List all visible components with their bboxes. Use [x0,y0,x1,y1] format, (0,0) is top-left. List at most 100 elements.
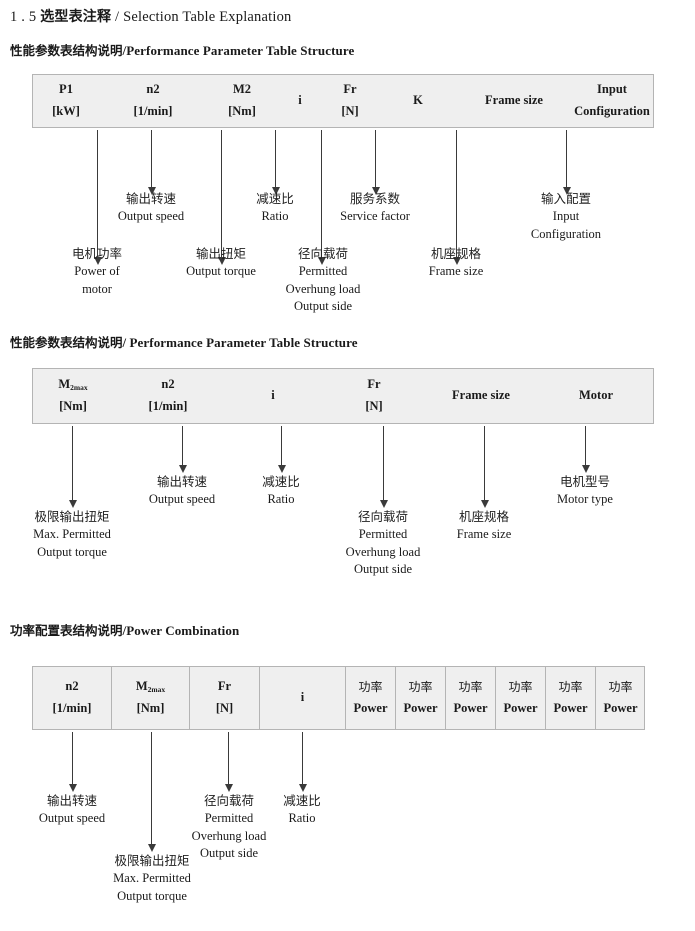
header-label-primary: Input [597,82,627,97]
annotation-label-en: Output speed [148,491,216,506]
annotation-label-en: Output torque [186,263,256,278]
annotation-label-en: Output side [200,846,258,861]
table-header-cell: K [377,75,459,127]
table-header-cell: M2max [Nm] [111,667,189,729]
annotation-label-cn: 径向载荷 [357,509,409,524]
header-label-primary: M2max [135,679,166,695]
annotation-label-cn: 电机型号 [559,474,610,489]
annotation-label-cn: 减速比 [283,793,321,808]
header-label-unit: Power [553,700,588,715]
header-label-unit: [Nm] [136,701,165,715]
annotation-label-en: Permitted [204,810,254,825]
header-label-primary: 功率 [608,679,633,694]
header-label-primary: 功率 [458,679,483,694]
page-title-cn: 选型表注释 [40,9,112,25]
annotation-label-en: Permitted [298,263,348,278]
annotation-output-speed: 输出转速 Output speed [118,190,184,226]
annotation-label-cn: 径向载荷 [297,246,349,261]
section-3-heading-en: Power Combination [126,623,240,638]
section-2-heading-sep: / [122,335,127,350]
table-header-cell: i [277,75,323,127]
table-header-cell: n2[1/min] [33,667,111,729]
arrow-to-frame-size [452,130,461,265]
arrow-to-max-output-torque-3 [147,732,156,852]
table-header-cell: Frame size [425,369,537,423]
header-label-primary: n2 [146,82,160,97]
annotation-label-cn: 极限输出扭矩 [34,509,110,524]
annotation-label-en: Frame size [456,526,512,541]
header-label-primary: M2max [58,377,88,393]
section-1-heading-en: Performance Parameter Table Structure [126,43,355,58]
annotation-label-en: Frame size [428,263,484,278]
table-header-cell: P1[kW] [33,75,99,127]
section-3-heading-cn: 功率配置表结构说明 [10,623,123,638]
arrow-to-frame-size-2 [480,426,489,508]
header-label-primary: K [413,93,423,108]
annotation-output-speed-2: 输出转速 Output speed [149,473,215,509]
annotation-label-en: Output torque [37,544,107,559]
annotation-label-cn: 电机功率 [71,246,123,261]
section-3-heading-sep: / [122,623,127,638]
annotation-motor-type: 电机型号 Motor type [557,473,613,509]
header-subscript: 2max [70,383,88,393]
annotation-label-en: Permitted [358,526,408,541]
header-label-primary: 功率 [558,679,583,694]
table-header-cell: n2 [1/min] [99,75,207,127]
arrow-to-input-configuration [562,130,571,195]
arrow-to-max-output-torque [68,426,77,508]
annotation-label-en: Service factor [340,208,410,223]
annotation-label-cn: 输出转速 [46,793,97,808]
header-label-unit: [1/min] [148,399,188,413]
table-header-cell: Fr[N] [323,369,425,423]
annotation-label-en: Output side [354,562,412,577]
section-2-heading: 性能参数表结构说明/ Performance Parameter Table S… [10,332,358,351]
arrow-to-output-speed [147,130,156,195]
annotation-label-cn: 输出扭矩 [195,246,247,261]
header-label-primary: i [300,690,305,705]
header-label-primary: 功率 [358,679,383,694]
header-label-unit: [Nm] [228,104,256,118]
annotation-label-en: Overhung load [191,828,267,843]
header-label-primary: Motor [578,388,613,403]
arrow-to-output-speed-2 [178,426,187,473]
arrow-to-overhung-load-2 [379,426,388,508]
header-label-unit: Power [403,700,438,715]
section-1-heading-sep: / [122,43,127,58]
annotation-label-cn: 极限输出扭矩 [114,853,190,868]
header-label-primary: n2 [161,377,175,392]
page-title-separator: / [115,9,120,25]
header-label-primary: i [298,93,302,108]
arrow-to-power-of-motor [93,130,102,265]
annotation-label-en: Max. Permitted [113,870,191,885]
annotation-label-en: Ratio [267,491,295,506]
annotation-label-cn: 服务系数 [349,191,401,206]
annotation-label-en: Output speed [117,208,185,223]
annotation-output-torque: 输出扭矩 Output torque [186,245,256,281]
annotation-label-en: Motor type [557,491,613,506]
annotation-label-en: Output speed [38,810,106,825]
annotation-label-cn: 输出转速 [156,474,207,489]
header-label-primary: Fr [367,377,381,392]
header-subscript: 2 [168,377,175,392]
annotation-label-cn: 输入配置 [540,191,592,206]
annotation-label-cn: 径向载荷 [203,793,255,808]
annotation-label-en: Input [552,208,580,223]
annotation-label-en: Max. Permitted [33,526,111,541]
table-header-cell: i [223,369,323,423]
annotation-label-en: motor [82,281,112,296]
arrow-to-output-torque [217,130,226,265]
header-label-unit: [1/min] [133,104,173,118]
annotation-label-cn: 输出转速 [125,191,176,206]
annotation-label-cn: 机座规格 [430,246,481,261]
header-label-unit: [1/min] [52,701,92,715]
header-label-unit: [Nm] [59,399,87,413]
